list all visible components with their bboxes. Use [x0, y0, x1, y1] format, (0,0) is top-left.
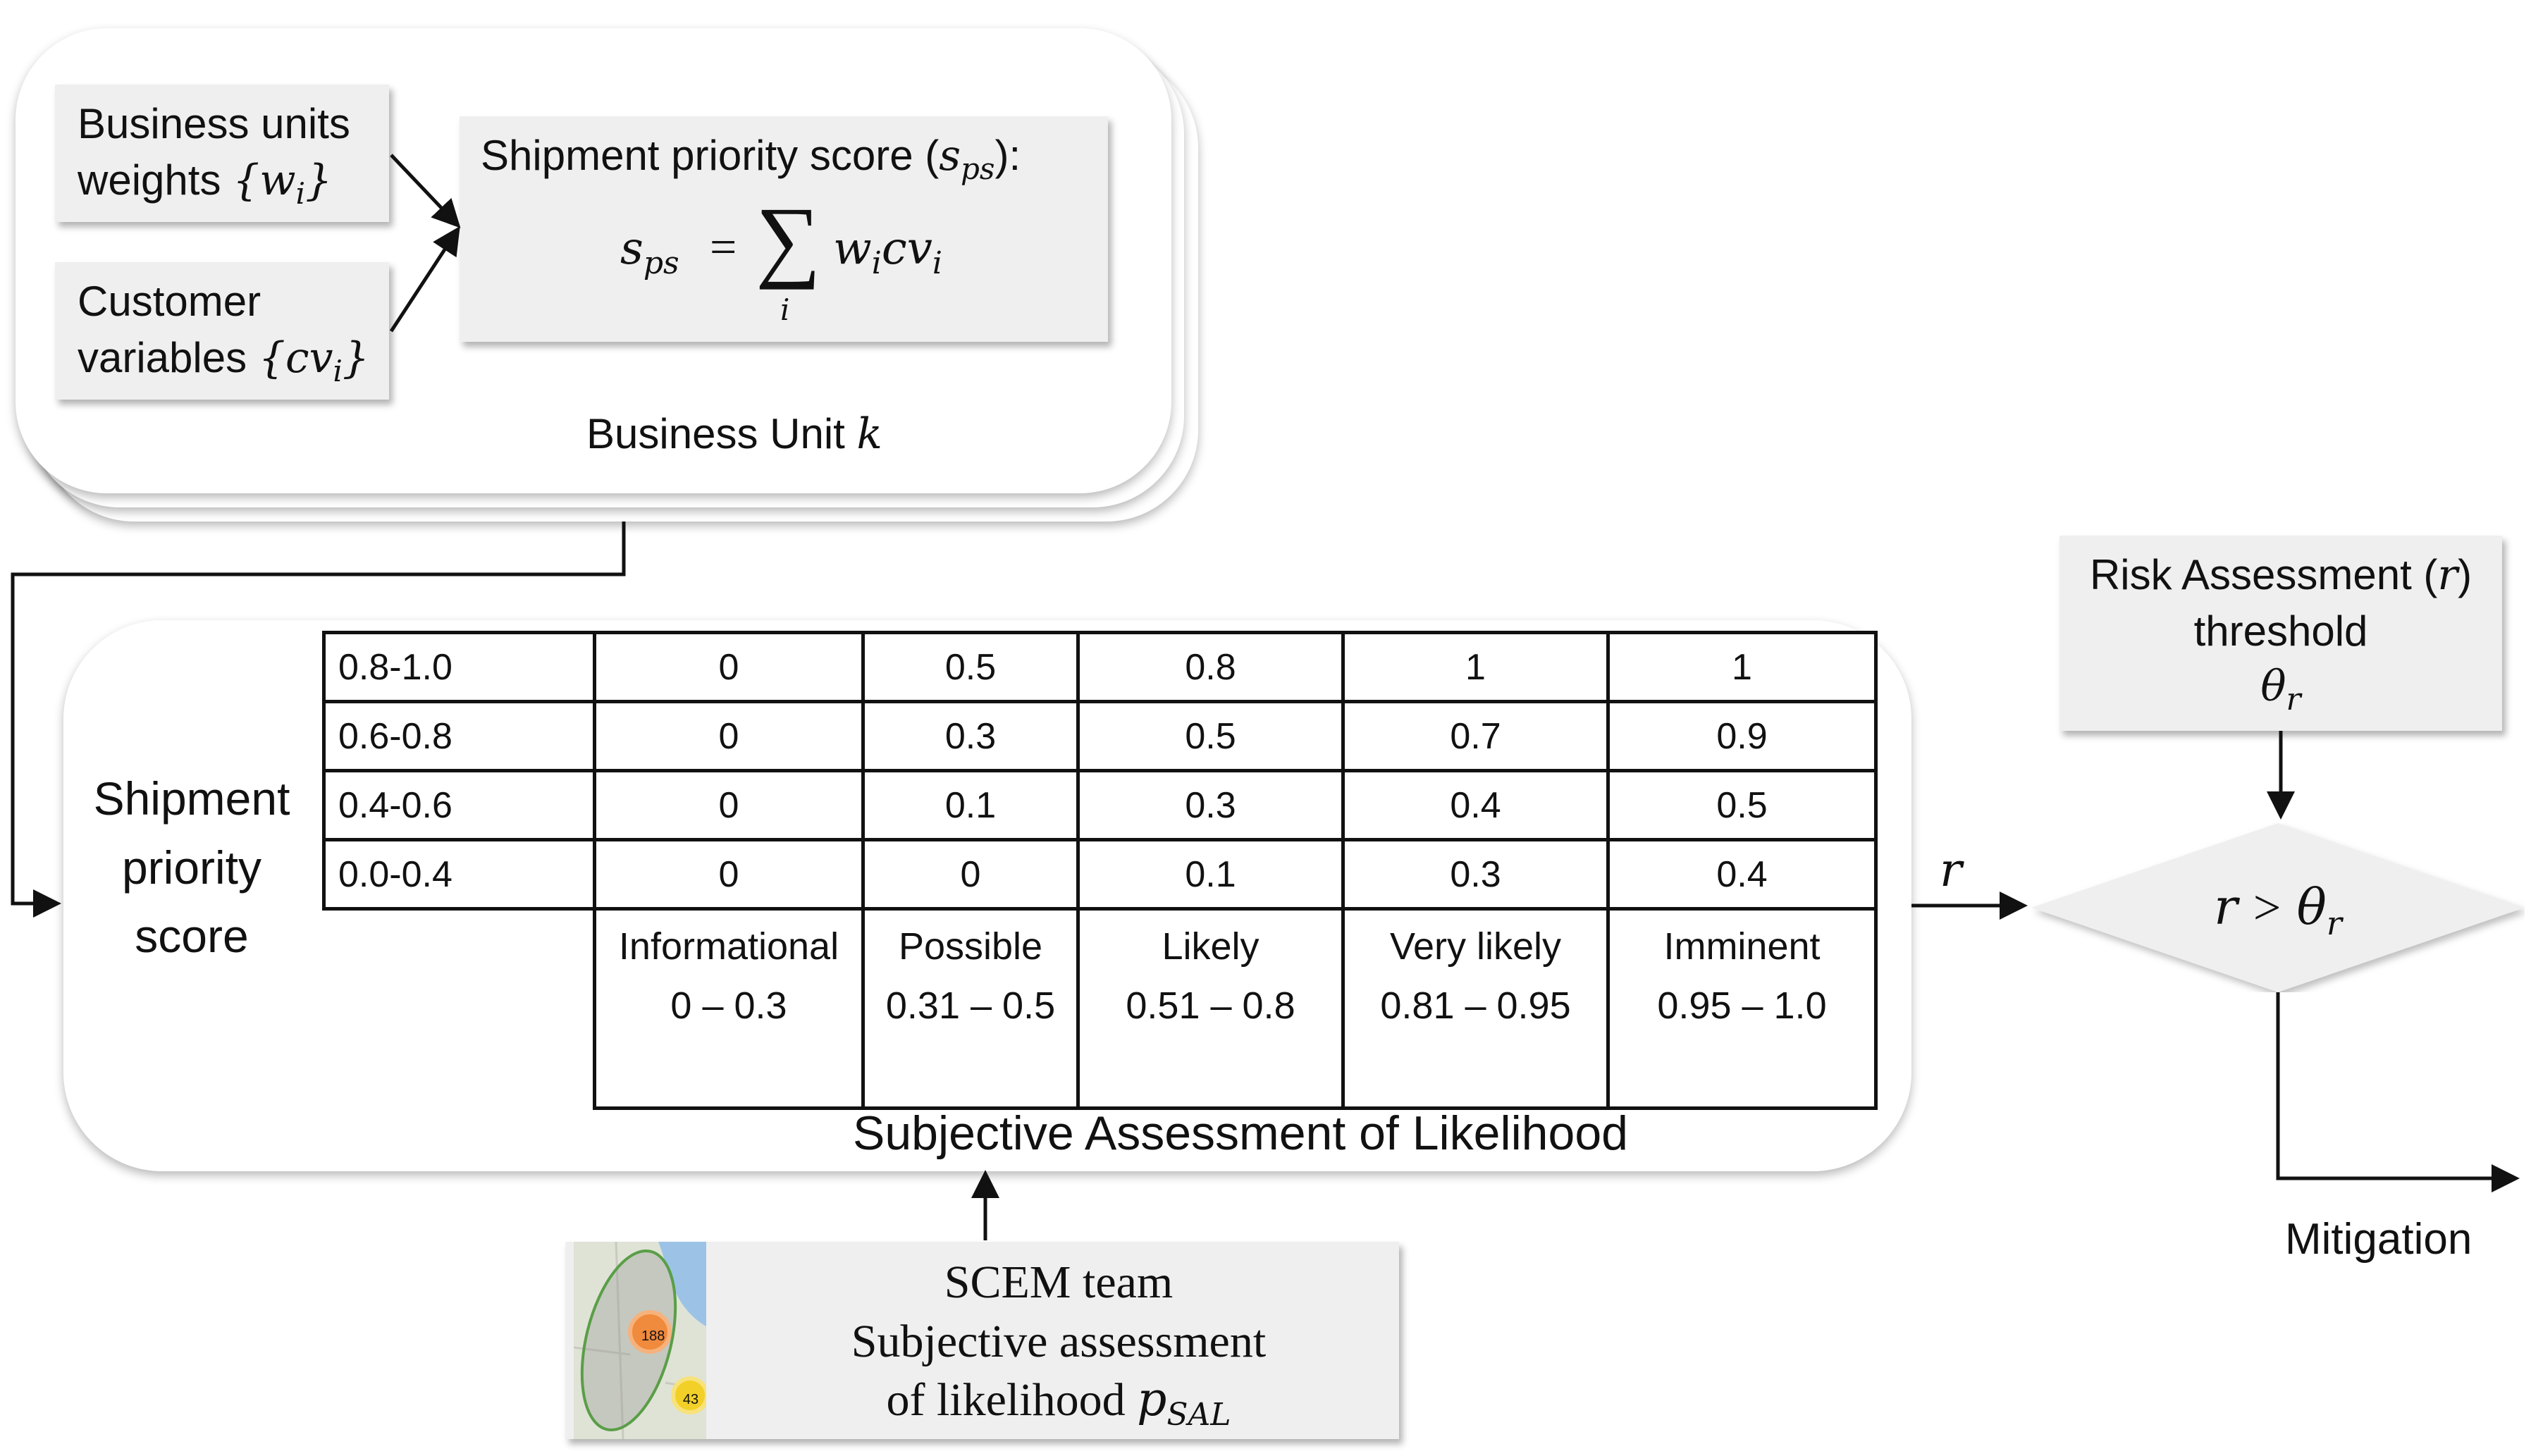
- formula-equals: =: [710, 220, 737, 273]
- decision-diamond: [2031, 823, 2525, 992]
- shipment-priority-score-axis-label: Shipment priority score: [93, 772, 290, 963]
- table-cell: 0: [861, 838, 1080, 911]
- row-range-label: 0.8-1.0: [322, 631, 596, 703]
- risk-output-label: r: [1940, 843, 1962, 897]
- table-cell: 0.7: [1341, 700, 1610, 772]
- map-cluster-large-count: 188: [641, 1328, 665, 1344]
- table-cell: 0.3: [1076, 769, 1345, 841]
- table-cell: 0: [593, 700, 865, 772]
- table-row: 0.0-0.4 0 0 0.1 0.3 0.4: [322, 838, 1878, 911]
- table-cell: 1: [1606, 631, 1878, 703]
- table-cell: 0.5: [861, 631, 1080, 703]
- business-unit-label: Business Unit k: [586, 409, 882, 459]
- table-cell: 0.3: [861, 700, 1080, 772]
- table-cell: 1: [1341, 631, 1610, 703]
- map-lake: [658, 1242, 706, 1326]
- shipment-priority-score-box: Shipment priority score (sps): sps = ∑ i…: [460, 116, 1108, 342]
- empty-corner: [324, 909, 595, 1109]
- customer-variables-box: Customer variables {cvi}: [55, 262, 389, 400]
- table-cell: 0.4: [1341, 769, 1610, 841]
- map-region-outline: [580, 1250, 677, 1431]
- risk-threshold-box: Risk Assessment (r) threshold θr: [2059, 536, 2502, 731]
- map-cluster-large: [628, 1310, 672, 1354]
- threshold-symbol: θr: [2260, 662, 2301, 717]
- table-cell: 0.4: [1606, 838, 1878, 911]
- map-cluster-small: [671, 1376, 706, 1414]
- formula-sigma: ∑: [756, 189, 821, 290]
- table-cell: 0.1: [861, 769, 1080, 841]
- formula-index: i: [780, 292, 790, 327]
- row-range-label: 0.6-0.8: [322, 700, 596, 772]
- weights-line1: Business units: [78, 100, 350, 147]
- scem-team-box: 188 43 SCEM team Subjective assessment o…: [565, 1242, 1399, 1439]
- map-thumbnail: [574, 1242, 706, 1439]
- formula-lhs: sps: [620, 223, 679, 281]
- likelihood-axis-label: Subjective Assessment of Likelihood: [853, 1106, 1628, 1160]
- table-row: 0.6-0.8 0 0.3 0.5 0.7 0.9: [322, 700, 1878, 772]
- customer-line2: variables {cvi}: [78, 333, 370, 388]
- table-cell: 0.9: [1606, 700, 1878, 772]
- weights-line2: weights {wi}: [78, 156, 333, 211]
- table-cell: 0: [593, 769, 865, 841]
- customer-line1: Customer: [78, 278, 261, 325]
- business-unit-weights-box: Business units weights {wi}: [55, 85, 389, 222]
- row-range-label: 0.4-0.6: [322, 769, 596, 841]
- table-row: 0.8-1.0 0 0.5 0.8 1 1: [322, 631, 1878, 703]
- row-range-label: 0.0-0.4: [322, 838, 596, 911]
- decision-condition: r > θr: [2214, 878, 2342, 942]
- formula-rhs: wicvi: [833, 223, 942, 281]
- risk-matrix-table: 0.8-1.0 0 0.5 0.8 1 1 0.6-0.8 0 0.3 0.5 …: [322, 631, 1878, 1110]
- table-row: 0.4-0.6 0 0.1 0.3 0.4 0.5: [322, 769, 1878, 841]
- table-cell: 0.5: [1076, 700, 1345, 772]
- arrow-decision-to-mitigation: [2276, 992, 2520, 1192]
- table-cell: 0.8: [1076, 631, 1345, 703]
- table-cell: 0: [593, 631, 865, 703]
- table-cell: 0: [593, 838, 865, 911]
- scem-line2: Subjective assessment: [851, 1316, 1267, 1367]
- scem-line1: SCEM team: [944, 1257, 1174, 1308]
- table-cell: 0.5: [1606, 769, 1878, 841]
- table-cell: 0.3: [1341, 838, 1610, 911]
- table-cell: 0.1: [1076, 838, 1345, 911]
- scem-line3: of likelihood pSAL: [886, 1372, 1231, 1433]
- threshold-line2: threshold: [2193, 607, 2368, 655]
- map-cluster-small-count: 43: [682, 1392, 699, 1407]
- score-box-title: Shipment priority score (sps):: [481, 131, 1021, 186]
- mitigation-label: Mitigation: [2285, 1215, 2473, 1264]
- threshold-line1: Risk Assessment (r): [2089, 550, 2473, 600]
